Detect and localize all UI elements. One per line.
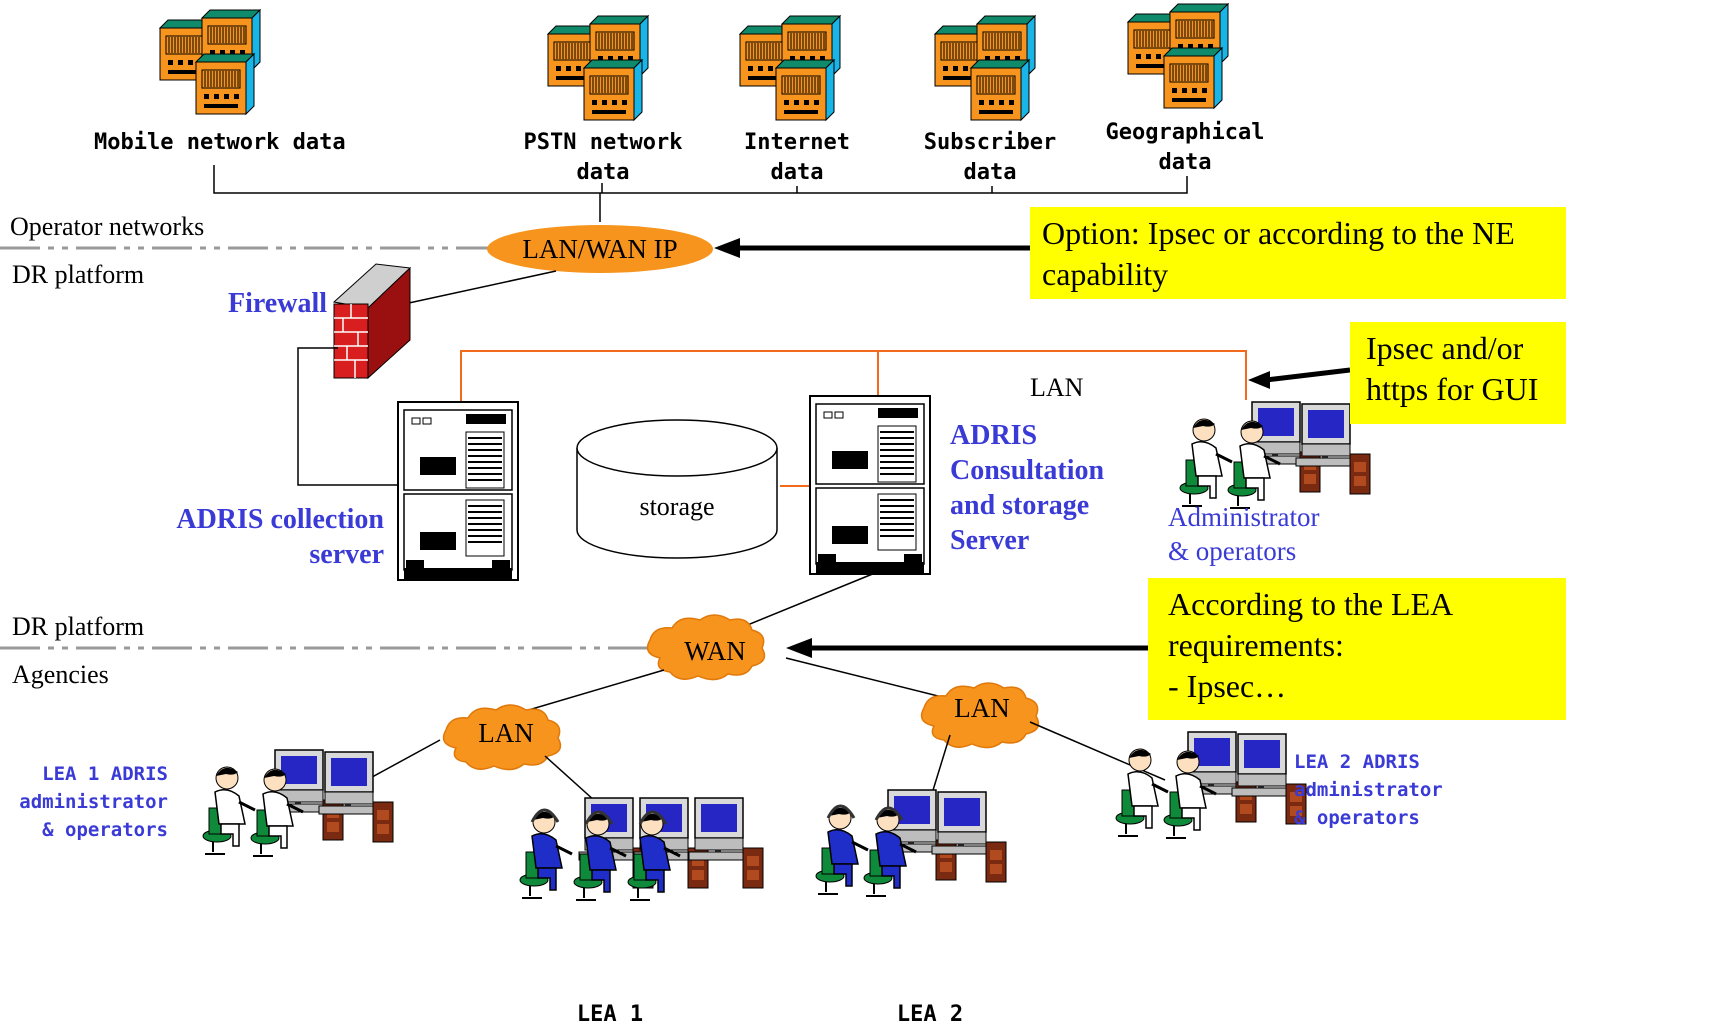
zone-dr-platform-top: DR platform bbox=[12, 260, 145, 289]
geographical-data-icon bbox=[1128, 4, 1228, 108]
firewall-label: Firewall bbox=[228, 288, 328, 319]
lan-wan-ip-label: LAN/WAN IP bbox=[522, 234, 678, 264]
admin-operators-label: Administrator& operators bbox=[1168, 502, 1320, 566]
firewall-icon bbox=[332, 263, 412, 380]
lea1-label: LEA 1 bbox=[576, 1002, 644, 1027]
lea1-operators-icon bbox=[518, 797, 764, 902]
lan-top-label: LAN bbox=[1030, 373, 1084, 402]
zone-operator-networks: Operator networks bbox=[10, 212, 205, 241]
lan-right-label: LAN bbox=[954, 693, 1010, 723]
storage-icon bbox=[576, 419, 778, 559]
storage-label: storage bbox=[639, 492, 715, 521]
lan-wan-ip-node bbox=[487, 225, 713, 273]
zone-agencies: Agencies bbox=[12, 660, 109, 689]
pstn-data-icon bbox=[548, 16, 648, 120]
admin-operators-icon bbox=[1180, 402, 1370, 508]
lea2-admin-icon bbox=[1116, 732, 1306, 838]
subscriber-data-icon bbox=[935, 16, 1035, 120]
wan-label: WAN bbox=[684, 636, 746, 666]
consultation-server-icon bbox=[809, 395, 931, 575]
zone-dr-platform-bottom: DR platform bbox=[12, 612, 145, 641]
lan-left-label: LAN bbox=[478, 718, 534, 748]
lea1-admin-icon bbox=[203, 750, 393, 856]
source-mobile-label: Mobile network data bbox=[94, 130, 346, 155]
lea2-operators-icon bbox=[816, 790, 1006, 896]
collection-server-icon bbox=[397, 401, 519, 581]
mobile-data-icon bbox=[160, 10, 260, 114]
internet-data-icon bbox=[740, 16, 840, 120]
lea2-label: LEA 2 bbox=[896, 1002, 964, 1027]
